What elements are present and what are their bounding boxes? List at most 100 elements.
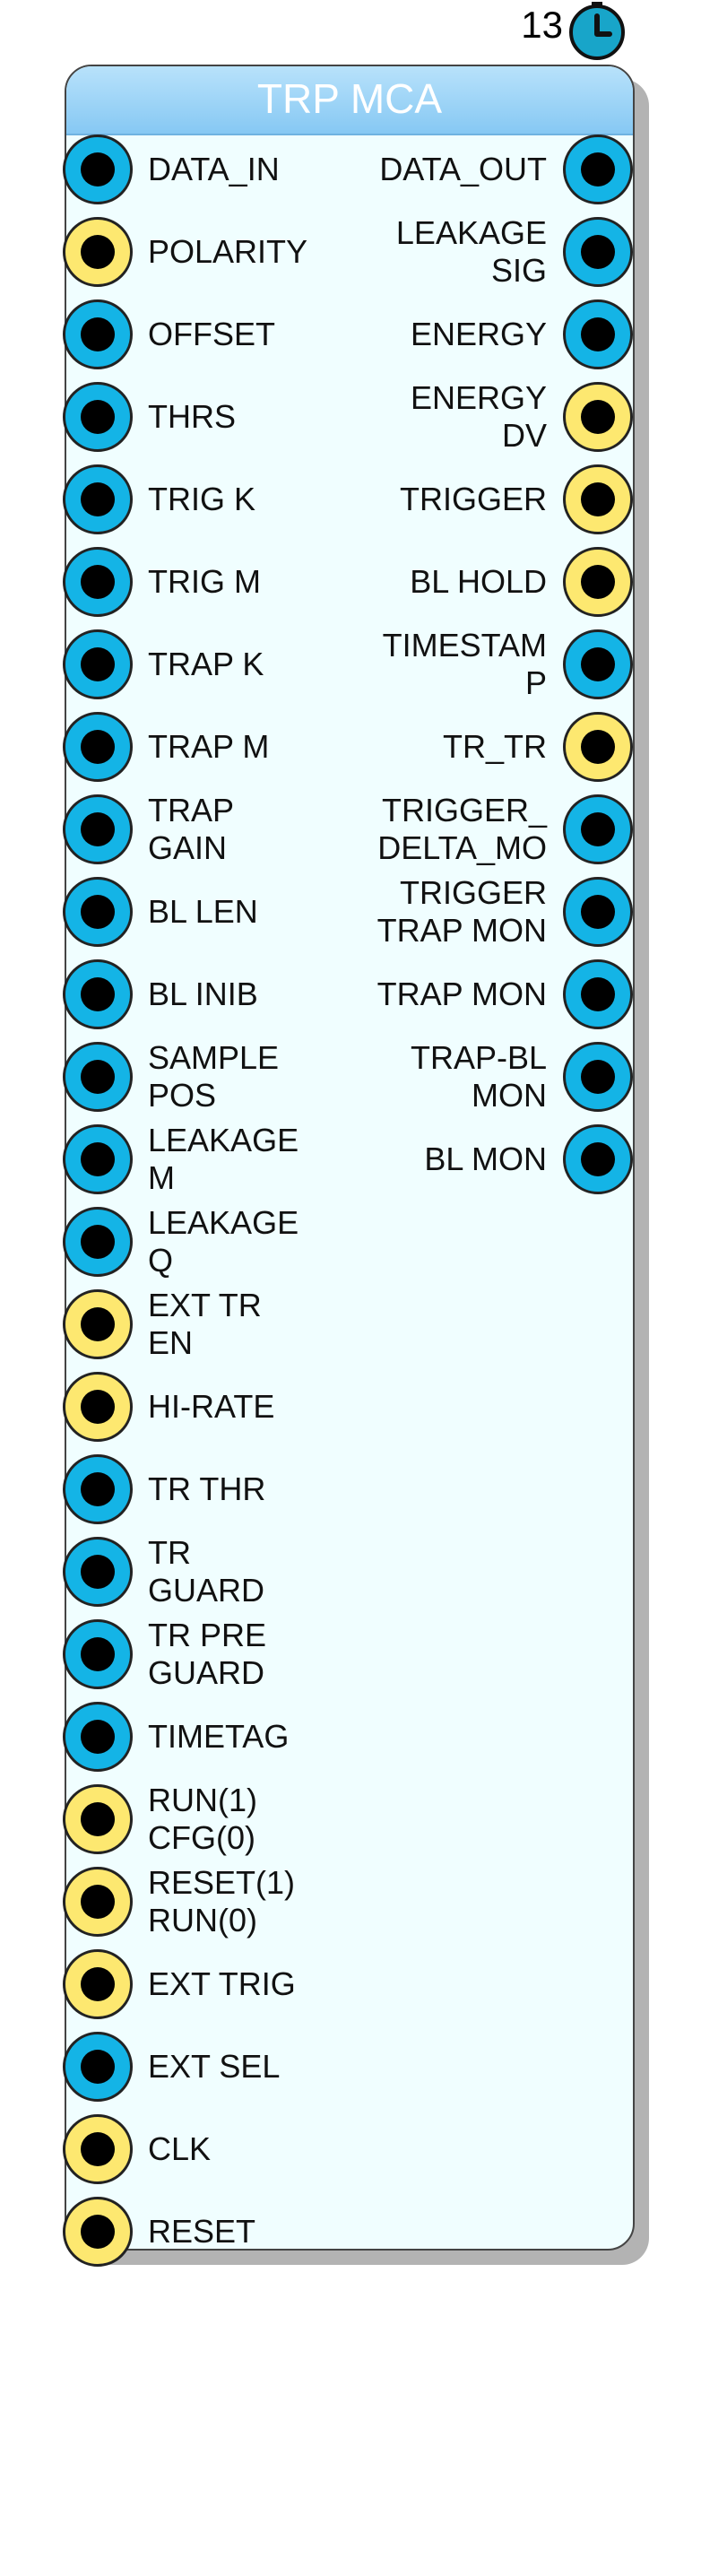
input-port-tr-thr[interactable] xyxy=(63,1454,133,1524)
port-connector-dot xyxy=(581,1060,615,1094)
input-port-trap-k[interactable] xyxy=(63,629,133,699)
input-port-tr-pre-guard[interactable] xyxy=(63,1619,133,1689)
port-connector-dot xyxy=(81,812,115,846)
port-connector-dot xyxy=(581,1142,615,1176)
port-connector-dot xyxy=(81,317,115,351)
output-port-label: TRIGGER TRAP MON xyxy=(376,874,547,949)
port-connector-dot xyxy=(81,977,115,1011)
output-port-label: DATA_OUT xyxy=(379,151,547,187)
port-connector-dot xyxy=(81,152,115,186)
output-port-bl-hold[interactable] xyxy=(563,547,633,617)
port-connector-dot xyxy=(81,2132,115,2166)
port-connector-dot xyxy=(81,1555,115,1589)
block-title: TRP MCA xyxy=(256,75,443,122)
output-port-label: TRIGGER xyxy=(399,481,547,517)
port-connector-dot xyxy=(81,1307,115,1341)
input-port-label: DATA_IN xyxy=(148,151,280,187)
output-port-bl-mon[interactable] xyxy=(563,1124,633,1194)
port-connector-dot xyxy=(581,977,615,1011)
input-port-tr-guard[interactable] xyxy=(63,1537,133,1607)
input-port-trap-m[interactable] xyxy=(63,712,133,782)
input-port-label: POLARITY xyxy=(148,233,308,270)
port-connector-dot xyxy=(581,812,615,846)
output-port-label: TRAP-BL MON xyxy=(410,1039,547,1114)
block-index-badge: 13 xyxy=(502,0,627,60)
input-port-leakage-m[interactable] xyxy=(63,1124,133,1194)
input-port-clk[interactable] xyxy=(63,2114,133,2184)
port-connector-dot xyxy=(81,1060,115,1094)
input-port-label: EXT TR EN xyxy=(148,1287,262,1361)
port-connector-dot xyxy=(81,1142,115,1176)
output-port-data-out[interactable] xyxy=(563,134,633,204)
port-connector-dot xyxy=(81,1802,115,1836)
output-port-trap-bl-mon[interactable] xyxy=(563,1042,633,1112)
input-port-reset-1-run-0[interactable] xyxy=(63,1867,133,1937)
input-port-thrs[interactable] xyxy=(63,382,133,452)
port-connector-dot xyxy=(81,2215,115,2249)
port-connector-dot xyxy=(581,895,615,929)
output-port-leakage-sig[interactable] xyxy=(563,217,633,287)
input-port-bl-len[interactable] xyxy=(63,877,133,947)
input-port-label: SAMPLE POS xyxy=(148,1039,280,1114)
port-connector-dot xyxy=(81,2050,115,2084)
input-port-ext-trig[interactable] xyxy=(63,1949,133,2019)
input-port-data-in[interactable] xyxy=(63,134,133,204)
output-port-label: TRIGGER_ DELTA_MO xyxy=(377,792,547,866)
port-connector-dot xyxy=(81,1472,115,1506)
port-connector-dot xyxy=(81,1720,115,1754)
input-port-run-1-cfg-0[interactable] xyxy=(63,1784,133,1854)
output-port-energy-dv[interactable] xyxy=(563,382,633,452)
input-port-leakage-q[interactable] xyxy=(63,1207,133,1277)
input-port-label: BL INIB xyxy=(148,976,258,1012)
input-port-hi-rate[interactable] xyxy=(63,1372,133,1442)
input-port-label: TRIG K xyxy=(148,481,256,517)
output-port-timestam-p[interactable] xyxy=(563,629,633,699)
port-connector-dot xyxy=(81,400,115,434)
port-connector-dot xyxy=(581,235,615,269)
output-port-label: TR_TR xyxy=(443,728,547,765)
port-connector-dot xyxy=(81,647,115,681)
output-port-label: TRAP MON xyxy=(376,976,547,1012)
input-port-label: EXT SEL xyxy=(148,2048,281,2085)
port-connector-dot xyxy=(581,647,615,681)
output-port-label: BL HOLD xyxy=(410,563,547,600)
input-port-label: RESET(1) RUN(0) xyxy=(148,1864,296,1939)
block-header[interactable]: TRP MCA xyxy=(66,66,633,135)
input-port-label: TRAP M xyxy=(148,728,270,765)
input-port-ext-sel[interactable] xyxy=(63,2032,133,2102)
output-port-trigger-delta-mo[interactable] xyxy=(563,794,633,864)
input-port-trig-m[interactable] xyxy=(63,547,133,617)
output-port-trigger-trap-mon[interactable] xyxy=(563,877,633,947)
port-connector-dot xyxy=(581,565,615,599)
port-connector-dot xyxy=(81,1390,115,1424)
input-port-label: TR PRE GUARD xyxy=(148,1617,267,1691)
output-port-tr-tr[interactable] xyxy=(563,712,633,782)
port-connector-dot xyxy=(81,895,115,929)
input-port-trig-k[interactable] xyxy=(63,464,133,534)
input-port-sample-pos[interactable] xyxy=(63,1042,133,1112)
input-port-label: RESET xyxy=(148,2213,256,2250)
output-port-trigger[interactable] xyxy=(563,464,633,534)
port-connector-dot xyxy=(81,235,115,269)
output-port-trap-mon[interactable] xyxy=(563,959,633,1029)
input-port-reset[interactable] xyxy=(63,2197,133,2267)
input-port-timetag[interactable] xyxy=(63,1702,133,1772)
input-port-label: LEAKAGE Q xyxy=(148,1204,299,1279)
input-port-label: TRAP GAIN xyxy=(148,792,235,866)
output-port-label: BL MON xyxy=(424,1141,547,1177)
input-port-trap-gain[interactable] xyxy=(63,794,133,864)
port-connector-dot xyxy=(81,565,115,599)
output-port-energy[interactable] xyxy=(563,299,633,369)
input-port-label: THRS xyxy=(148,398,236,435)
input-port-bl-inib[interactable] xyxy=(63,959,133,1029)
input-port-polarity[interactable] xyxy=(63,217,133,287)
input-port-ext-tr-en[interactable] xyxy=(63,1289,133,1359)
input-port-label: TRAP K xyxy=(148,646,264,682)
input-port-label: BL LEN xyxy=(148,893,258,930)
trp-mca-block[interactable]: TRP MCA xyxy=(65,65,635,2251)
output-port-label: ENERGY DV xyxy=(410,379,547,454)
input-port-label: EXT TRIG xyxy=(148,1965,296,2002)
input-port-offset[interactable] xyxy=(63,299,133,369)
port-connector-dot xyxy=(81,1225,115,1259)
output-port-label: TIMESTAM P xyxy=(382,627,547,701)
